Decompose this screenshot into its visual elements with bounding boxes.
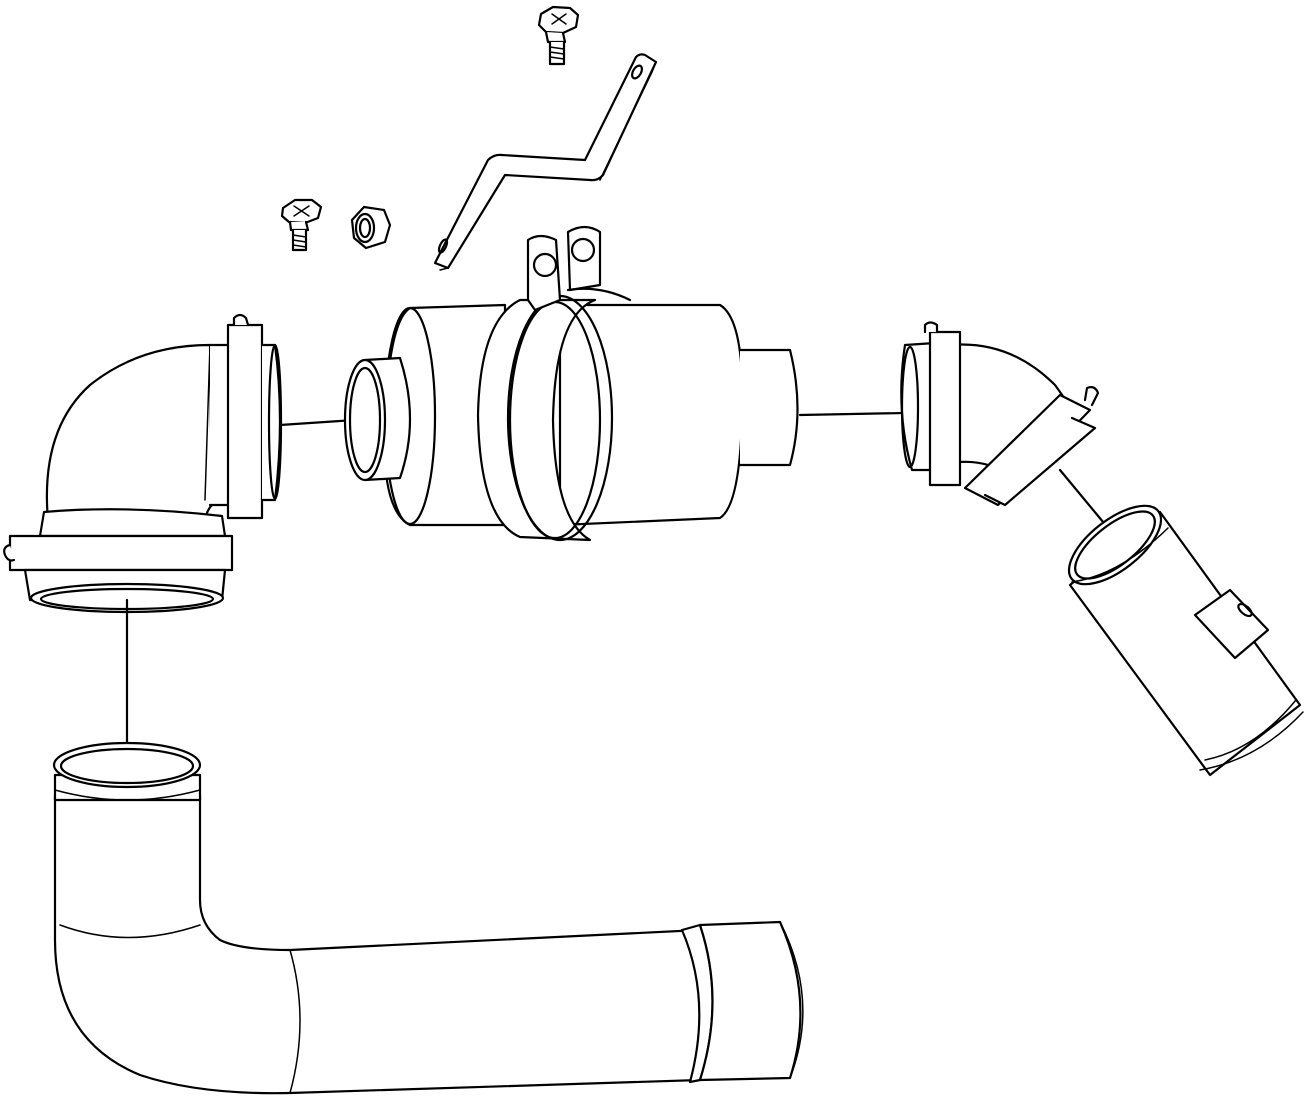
elbow-45-right — [900, 321, 1100, 507]
filter-housing — [343, 225, 799, 542]
j-bend-pipe — [52, 741, 804, 1095]
straight-pipe-right — [1067, 504, 1304, 777]
flange-nut — [350, 205, 392, 250]
bolt-left — [280, 198, 323, 252]
elbow-90-left — [3, 313, 283, 614]
mounting-bracket — [433, 53, 658, 271]
bolt-top — [537, 5, 580, 66]
